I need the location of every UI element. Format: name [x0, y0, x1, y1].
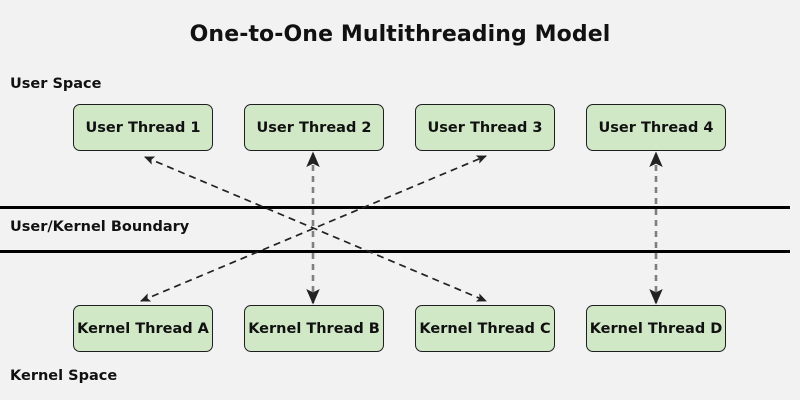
user-thread-4-box[interactable]: User Thread 4: [586, 104, 726, 151]
user-thread-2-box[interactable]: User Thread 2: [244, 104, 384, 151]
kernel-thread-b-box[interactable]: Kernel Thread B: [244, 305, 384, 352]
kernel-thread-d-label: Kernel Thread D: [589, 320, 723, 337]
user-thread-1-label: User Thread 1: [85, 119, 201, 136]
kernel-thread-d-box[interactable]: Kernel Thread D: [586, 305, 726, 352]
page-title: One-to-One Multithreading Model: [189, 22, 611, 47]
user-space-label: User Space: [10, 76, 102, 92]
kernel-thread-b-label: Kernel Thread B: [248, 320, 380, 337]
user-thread-3-box[interactable]: User Thread 3: [415, 104, 555, 151]
user-kernel-boundary-label: User/Kernel Boundary: [10, 219, 190, 235]
boundary-line-top: [0, 206, 790, 209]
user-thread-3-label: User Thread 3: [427, 119, 543, 136]
connection-user-thread-1-kernel-thread-c: [144, 156, 487, 302]
boundary-line-bottom: [0, 250, 790, 253]
user-thread-2-label: User Thread 2: [256, 119, 372, 136]
kernel-thread-c-label: Kernel Thread C: [419, 320, 551, 337]
kernel-thread-a-label: Kernel Thread A: [77, 320, 209, 337]
kernel-thread-a-box[interactable]: Kernel Thread A: [73, 305, 213, 352]
user-thread-1-box[interactable]: User Thread 1: [73, 104, 213, 151]
connection-user-thread-3-kernel-thread-a: [140, 155, 487, 302]
kernel-thread-c-box[interactable]: Kernel Thread C: [415, 305, 555, 352]
kernel-space-label: Kernel Space: [10, 368, 118, 384]
user-thread-4-label: User Thread 4: [598, 119, 714, 136]
